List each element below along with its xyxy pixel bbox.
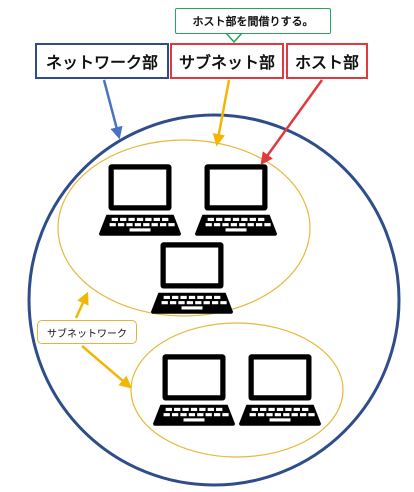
arrow-host-part xyxy=(260,79,324,166)
host-part-label: ホスト部 xyxy=(286,43,368,79)
arrow-subnetwork-lower xyxy=(81,345,132,389)
callout-pointer xyxy=(225,32,243,44)
callout-label: ホスト部を間借りする。 xyxy=(175,8,331,34)
subnetwork-label: サブネットワーク xyxy=(37,320,137,344)
network-circle xyxy=(27,113,401,487)
arrow-subnetwork-upper xyxy=(74,291,89,319)
laptop-icon xyxy=(195,164,277,236)
subnet-ellipse-lower xyxy=(130,322,344,458)
subnet-ellipse-upper xyxy=(57,139,311,317)
network-part-label: ネットワーク部 xyxy=(35,43,169,79)
laptop-icon xyxy=(151,242,233,314)
laptop-icon xyxy=(153,354,235,426)
laptop-icon xyxy=(99,164,181,236)
laptop-icon xyxy=(239,354,321,426)
arrow-network-part xyxy=(102,79,123,140)
arrow-subnet-part xyxy=(212,79,231,147)
subnet-part-label: サブネット部 xyxy=(170,43,284,79)
